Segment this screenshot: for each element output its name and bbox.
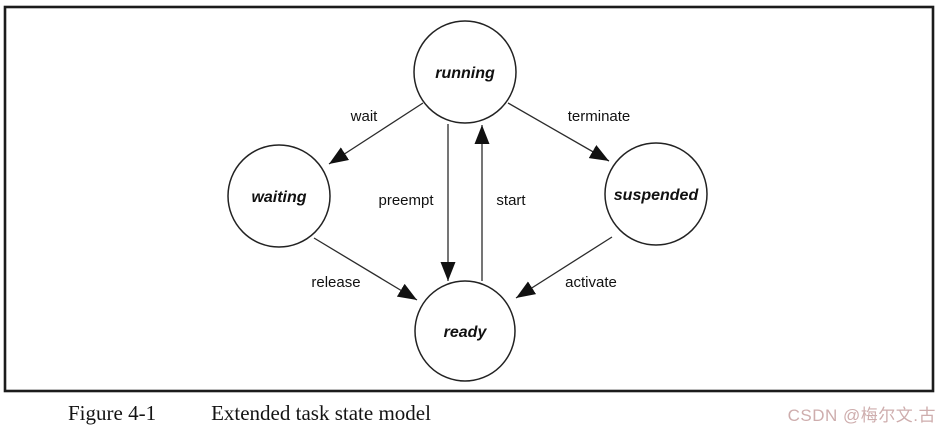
transition-terminate-label: terminate — [568, 108, 631, 125]
figure-title: Extended task state model — [211, 401, 431, 425]
transition-preempt-label: preempt — [378, 192, 434, 209]
transition-wait-label: wait — [350, 108, 379, 125]
watermark-text: CSDN @梅尔文.古 — [787, 406, 936, 425]
transition-wait-arrow — [328, 102, 424, 165]
state-running-circle — [413, 20, 517, 124]
transition-activate-label: activate — [565, 274, 617, 291]
transition-terminate-arrow — [507, 102, 610, 162]
transition-start-label: start — [496, 192, 526, 209]
figure-border — [3, 5, 935, 393]
figure-caption: Figure 4-1 Extended task state model — [68, 401, 431, 426]
state-running-label: running — [435, 65, 495, 82]
state-ready-circle — [414, 280, 516, 382]
figure-number: Figure 4-1 — [68, 401, 157, 425]
transition-activate-arrow — [515, 236, 613, 299]
state-suspended-circle — [604, 142, 708, 246]
state-suspended-label: suspended — [614, 187, 700, 204]
state-waiting-label: waiting — [251, 189, 306, 206]
state-waiting-circle — [227, 144, 331, 248]
transition-release-arrow — [313, 237, 418, 301]
transition-release-label: release — [311, 274, 360, 291]
state-ready-label: ready — [444, 324, 488, 341]
